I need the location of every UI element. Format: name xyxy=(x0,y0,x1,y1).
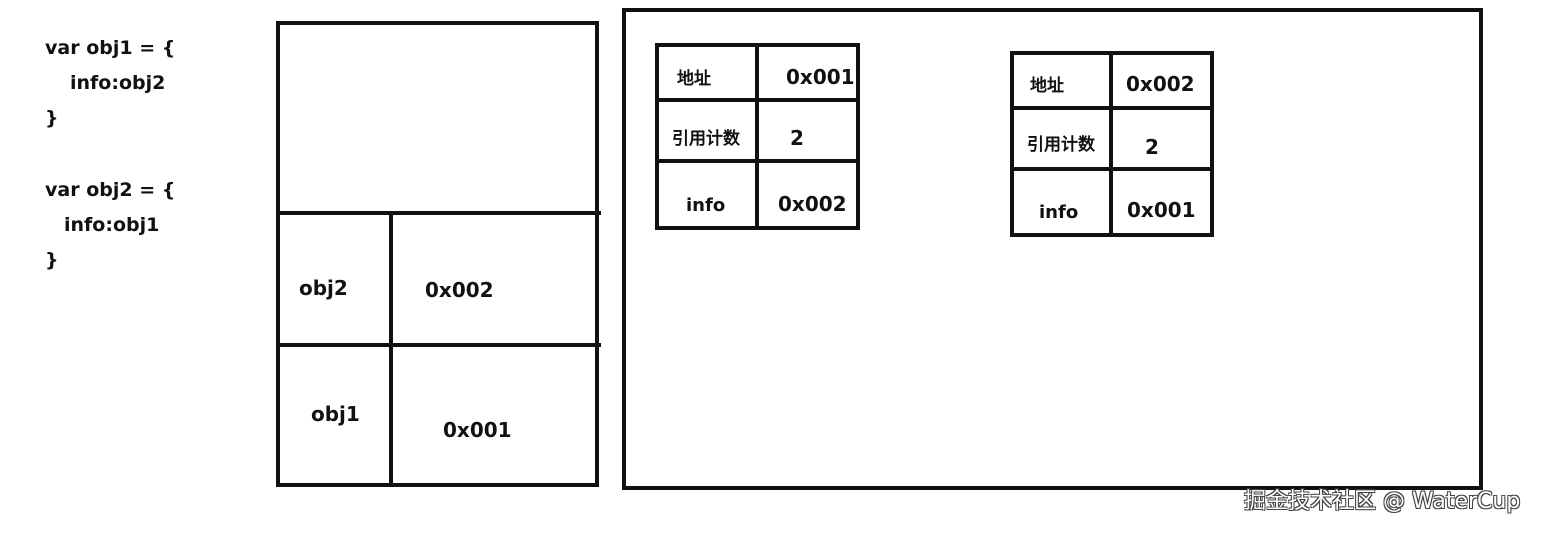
refcount-value: 2 xyxy=(790,126,804,150)
stack-box xyxy=(276,21,599,487)
address-value: 0x001 xyxy=(786,65,855,89)
info-label: info xyxy=(1039,202,1079,223)
info-label: info xyxy=(686,195,726,216)
stack-row-divider-middle xyxy=(276,343,601,347)
heap-box xyxy=(622,8,1483,490)
table-column-divider xyxy=(1109,51,1113,237)
watermark: 掘金技术社区 @ WaterCup xyxy=(1244,489,1521,514)
code-line-6: } xyxy=(45,249,59,271)
code-line-4: var obj2 = { xyxy=(45,179,176,201)
address-value: 0x002 xyxy=(1126,72,1195,96)
stack-var-name: obj1 xyxy=(311,402,360,426)
table-column-divider xyxy=(755,43,759,230)
code-line-5: info:obj1 xyxy=(64,214,160,236)
stack-row-divider-top xyxy=(276,211,601,215)
info-value: 0x001 xyxy=(1127,198,1196,222)
stack-var-address: 0x001 xyxy=(443,418,512,442)
info-value: 0x002 xyxy=(778,192,847,216)
stack-column-divider xyxy=(389,211,393,487)
refcount-value: 2 xyxy=(1145,135,1159,159)
address-label: 地址 xyxy=(1030,76,1064,96)
address-label: 地址 xyxy=(677,69,711,89)
refcount-label: 引用计数 xyxy=(1027,135,1095,155)
refcount-label: 引用计数 xyxy=(672,129,740,149)
code-line-2: info:obj2 xyxy=(70,72,166,94)
stack-var-address: 0x002 xyxy=(425,278,494,302)
code-line-3: } xyxy=(45,107,59,129)
code-line-1: var obj1 = { xyxy=(45,37,176,59)
stack-var-name: obj2 xyxy=(299,276,348,300)
